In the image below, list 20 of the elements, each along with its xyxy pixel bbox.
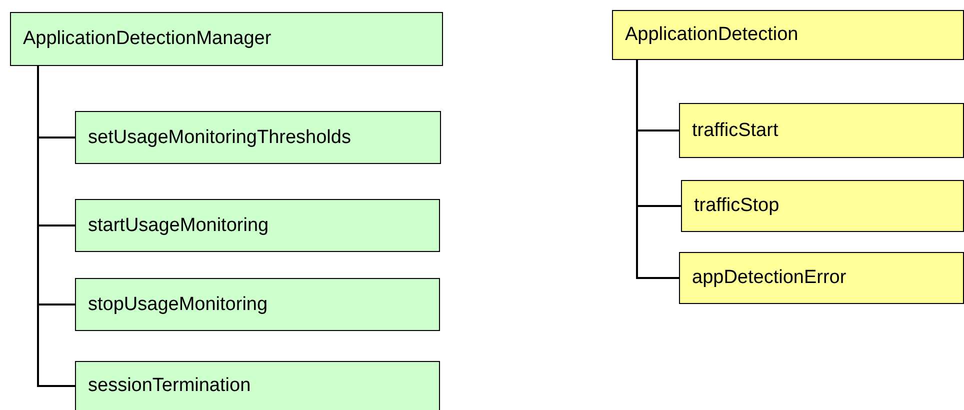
label-text: appDetectionError	[692, 267, 846, 289]
method-box	[75, 361, 440, 410]
connector-line	[636, 60, 679, 279]
class-box	[612, 10, 964, 60]
label-text: stopUsageMonitoring	[88, 294, 268, 316]
label-text: ApplicationDetectionManager	[23, 28, 272, 50]
method-box	[75, 199, 440, 252]
label-text: startUsageMonitoring	[88, 214, 269, 236]
class-box	[10, 12, 443, 66]
method-box	[75, 111, 441, 164]
label-text: sessionTermination	[88, 375, 251, 397]
method-box	[75, 278, 440, 331]
method-box	[679, 252, 964, 304]
label-text: setUsageMonitoringThresholds	[88, 126, 351, 148]
method-box	[681, 180, 964, 232]
method-box	[679, 103, 964, 158]
label-text: trafficStart	[692, 120, 778, 142]
label-text: trafficStop	[694, 195, 780, 217]
connector-line	[37, 66, 75, 387]
label-text: ApplicationDetection	[625, 24, 798, 46]
